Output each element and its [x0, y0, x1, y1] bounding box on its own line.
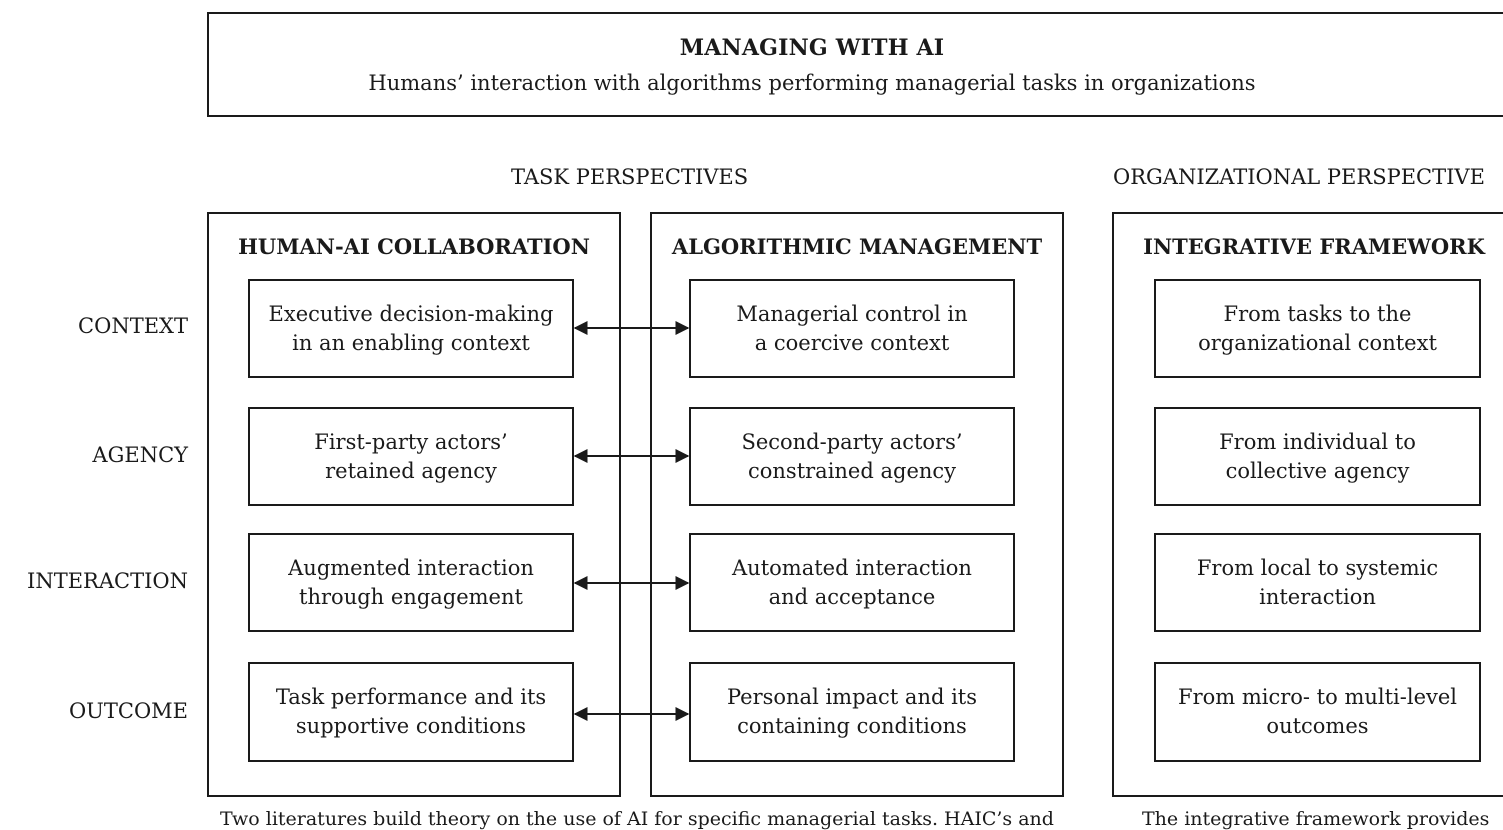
- haic-cell-agency: First-party actors’retained agency: [248, 407, 574, 506]
- row-label-agency: AGENCY: [92, 443, 188, 467]
- caption-right: The integrative framework provides: [1142, 808, 1490, 830]
- row-label-context: CONTEXT: [78, 314, 188, 338]
- diagram-subtitle: Humans’ interaction with algorithms perf…: [368, 70, 1256, 95]
- am-header: ALGORITHMIC MANAGEMENT: [671, 234, 1043, 259]
- task-perspectives-label: TASK PERSPECTIVES: [511, 165, 749, 189]
- diagram-title: MANAGING WITH AI: [679, 34, 945, 61]
- title-box: MANAGING WITH AI Humans’ interaction wit…: [207, 12, 1503, 117]
- organizational-perspective-label: ORGANIZATIONAL PERSPECTIVE: [1113, 165, 1485, 189]
- haic-header: HUMAN-AI COLLABORATION: [238, 234, 590, 259]
- am-cell-agency: Second-party actors’constrained agency: [689, 407, 1015, 506]
- integrative-header: INTEGRATIVE FRAMEWORK: [1143, 234, 1485, 259]
- row-label-interaction: INTERACTION: [27, 569, 188, 593]
- caption-left: Two literatures build theory on the use …: [220, 808, 1054, 830]
- row-label-outcome: OUTCOME: [68, 699, 188, 723]
